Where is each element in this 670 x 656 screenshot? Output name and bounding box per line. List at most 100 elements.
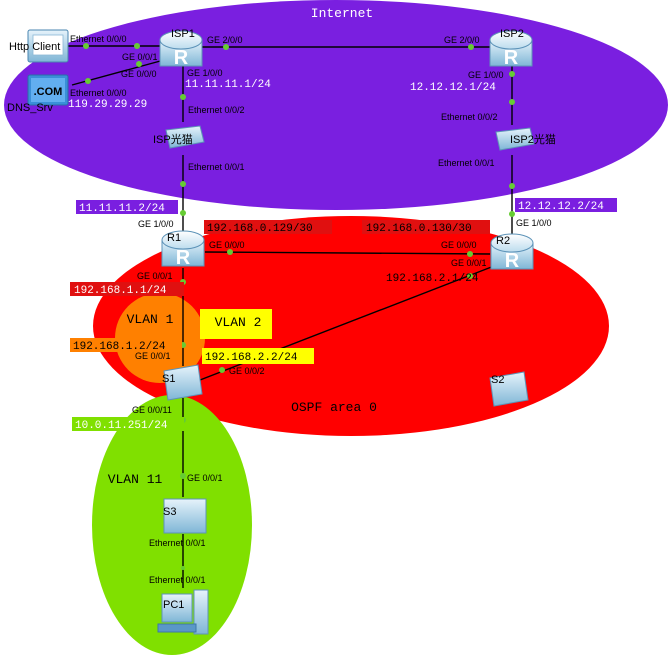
s2-switch[interactable] [489, 371, 529, 407]
port-label: Ethernet 0/0/1 [188, 162, 245, 172]
port-label: GE 0/0/11 [132, 405, 172, 415]
links [68, 45, 513, 588]
port-label: GE 0/0/0 [121, 69, 157, 79]
modem-icon [495, 127, 535, 151]
vlan2-label: VLAN 2 [215, 315, 262, 330]
port-dot [180, 210, 186, 216]
isp1-label: ISP1 [171, 28, 195, 40]
s3-label: S3 [163, 506, 176, 518]
port-dot [468, 44, 474, 50]
isp1-router[interactable]: R [159, 30, 203, 69]
link-r1-r2 [204, 251, 491, 255]
r2-v2-ip: 192.168.2.1/24 [386, 273, 479, 285]
pc1-device[interactable] [157, 589, 209, 635]
isp-modem2[interactable] [495, 127, 535, 151]
router-icon: R [504, 47, 519, 69]
switch-icon [163, 498, 207, 534]
port-label: GE 0/0/1 [122, 52, 158, 62]
port-label: GE 0/0/1 [137, 271, 173, 281]
pc-icon [161, 593, 193, 623]
ospf-label: OSPF area 0 [291, 400, 377, 415]
isp2-ip: 12.12.12.1/24 [410, 82, 496, 94]
isp1-ip: 11.11.11.1/24 [185, 79, 271, 91]
port-label: GE 0/0/0 [441, 240, 477, 250]
port-dot [180, 473, 186, 479]
dns-ip: 119.29.29.29 [68, 99, 147, 111]
s1-v2-ip: 192.168.2.2/24 [205, 352, 298, 364]
port-label: GE 1/0/0 [468, 70, 504, 80]
s3-switch[interactable] [163, 498, 207, 534]
port-label: GE 1/0/0 [516, 218, 552, 228]
port-label: GE 0/0/1 [451, 258, 487, 268]
r1-v1-box [70, 282, 184, 296]
port-dot [467, 273, 473, 279]
r1-lan-ip: 192.168.0.129/30 [207, 223, 313, 235]
port-dot [83, 43, 89, 49]
port-label: Ethernet 0/0/2 [188, 105, 245, 115]
switch-icon [163, 364, 203, 401]
s1-v11-box [72, 417, 184, 431]
r2-label: R2 [496, 235, 510, 247]
isp2-label: ISP2 [500, 28, 524, 40]
port-label: Ethernet 0/0/1 [438, 158, 495, 168]
vlan2-area [200, 309, 272, 339]
port-dot [136, 61, 142, 67]
port-dot [467, 251, 473, 257]
router-icon: R [174, 47, 189, 69]
r1-wan-ip: 11.11.11.2/24 [79, 203, 165, 215]
http-client-device[interactable] [27, 29, 69, 63]
s1-label: S1 [162, 373, 175, 385]
port-label: Ethernet 0/0/2 [441, 112, 498, 122]
router-icon: R [176, 247, 191, 269]
port-label: GE 1/0/0 [138, 219, 174, 229]
r2-lan-box [362, 220, 490, 234]
modem1-label: ISP光猫 [153, 132, 193, 146]
vlan1-label: VLAN 1 [127, 312, 174, 327]
port-dot [227, 249, 233, 255]
s1-v1-box [70, 338, 182, 352]
port-label: Ethernet 0/0/0 [70, 34, 127, 44]
s1-v11-ip: 10.0.11.251/24 [75, 420, 168, 432]
port-dot [223, 44, 229, 50]
port-labels: Ethernet 0/0/0 GE 0/0/1 GE 0/0/0 Etherne… [70, 34, 552, 585]
port-label: Ethernet 0/0/1 [149, 538, 206, 548]
r1-lan-box [204, 220, 332, 234]
port-dot [181, 566, 185, 570]
r2-router[interactable]: R [490, 233, 534, 272]
port-label: Ethernet 0/0/1 [149, 575, 206, 585]
port-dot [219, 367, 225, 373]
port-label: GE 0/0/1 [187, 473, 223, 483]
dns-label: DNS_Srv [7, 102, 53, 114]
port-label: GE 0/0/1 [135, 351, 171, 361]
port-label: GE 2/0/0 [207, 35, 243, 45]
port-label: GE 2/0/0 [444, 35, 480, 45]
port-dot [509, 211, 515, 217]
port-label: GE 0/0/2 [229, 366, 265, 376]
port-dot [509, 183, 515, 189]
dns-badge: .COM [34, 86, 63, 98]
r1-router[interactable]: R [161, 230, 205, 269]
isp2-router[interactable]: R [489, 30, 533, 69]
router-icon: R [505, 250, 520, 272]
port-label: GE 1/0/0 [187, 68, 223, 78]
port-dot [134, 43, 140, 49]
dns-server-device[interactable] [27, 74, 69, 106]
r2-wan-box [515, 198, 617, 212]
r1-v1-ip: 192.168.1.1/24 [74, 285, 167, 297]
modem-icon [165, 125, 205, 149]
http-client-label: Http Client [9, 41, 60, 53]
port-dot [509, 71, 515, 77]
switch-icon [489, 371, 529, 407]
modem2-label: ISP2光猫 [510, 132, 556, 146]
r2-wan-ip: 12.12.12.2/24 [518, 201, 604, 213]
s1-v1-ip: 192.168.1.2/24 [73, 341, 166, 353]
port-dot [180, 181, 186, 187]
internet-label: Internet [311, 6, 373, 21]
port-label: GE 0/0/0 [209, 240, 245, 250]
port-dot [509, 99, 515, 105]
s1-switch[interactable] [163, 364, 203, 401]
isp-modem1[interactable] [165, 125, 205, 149]
s1-v2-box [202, 348, 314, 364]
